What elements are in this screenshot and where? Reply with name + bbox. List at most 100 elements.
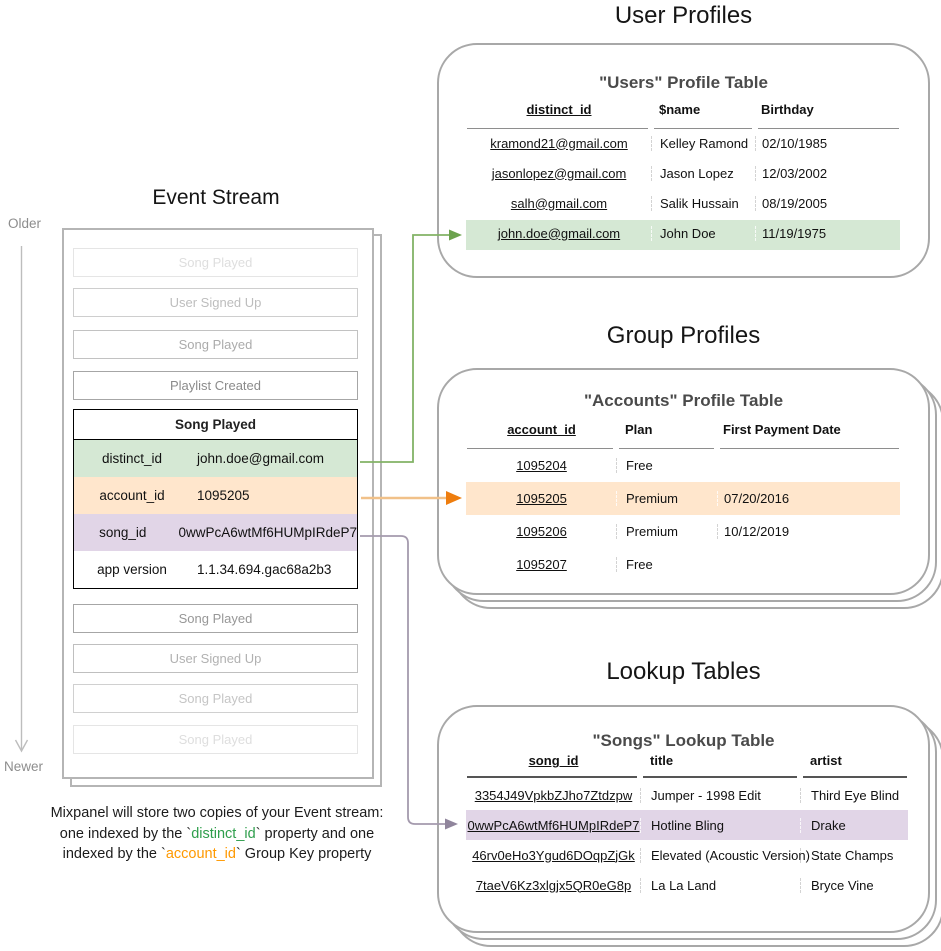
cell-birthday: 08/19/2005 bbox=[755, 195, 899, 211]
songs-table: song_id title artist 3354J49VpkbZJho7Ztd… bbox=[467, 753, 907, 900]
lookup-tables-title: Lookup Tables bbox=[606, 658, 761, 685]
event-item: Song Played bbox=[73, 248, 358, 277]
table-row: salh@gmail.com Salik Hussain 08/19/2005 bbox=[467, 188, 899, 218]
account-id-token: account_id bbox=[165, 846, 236, 862]
songs-header-rule bbox=[643, 776, 797, 778]
accounts-header-rule bbox=[619, 448, 714, 449]
property-row-app-version: app version 1.1.34.694.gac68a2b3 bbox=[74, 551, 357, 588]
caption-line-1: Mixpanel will store two copies of your E… bbox=[50, 805, 384, 821]
table-row: 46rv0eHo3Ygud6DOqpZjGk Elevated (Acousti… bbox=[467, 840, 907, 870]
cell-name: Salik Hussain bbox=[651, 195, 755, 211]
older-label: Older bbox=[8, 216, 42, 231]
users-header-rule bbox=[654, 128, 752, 129]
event-name-header: Song Played bbox=[74, 410, 357, 440]
group-profiles-panel bbox=[437, 368, 930, 595]
caption-line-2: one indexed by the `distinct_id` propert… bbox=[59, 825, 375, 842]
active-event-card: Song Played distinct_id john.doe@gmail.c… bbox=[73, 409, 358, 589]
property-row-distinct-id: distinct_id john.doe@gmail.com bbox=[74, 440, 357, 477]
songs-header-rule bbox=[467, 776, 637, 778]
user-profiles-title: User Profiles bbox=[614, 2, 753, 29]
cell-name: Kelley Ramond bbox=[651, 135, 755, 151]
cell-song-id: 3354J49VpkbZJho7Ztdzpw bbox=[474, 787, 633, 803]
event-stream-title: Event Stream bbox=[152, 186, 280, 209]
users-header-rule bbox=[467, 128, 648, 129]
table-row: 7taeV6Kz3xlgjx5QR0eG8p La La Land Bryce … bbox=[467, 870, 907, 900]
event-item: Song Played bbox=[73, 684, 358, 713]
cell-plan: Free bbox=[616, 557, 717, 572]
event-item: User Signed Up bbox=[73, 288, 358, 317]
cell-birthday: 11/19/1975 bbox=[755, 225, 899, 241]
users-table: distinct_id $name Birthday kramond21@gma… bbox=[467, 102, 899, 248]
property-key: app version bbox=[97, 562, 167, 577]
table-row-highlighted: 1095205 Premium 07/20/2016 bbox=[467, 482, 899, 515]
event-item: Song Played bbox=[73, 604, 358, 633]
cell-name: Jason Lopez bbox=[651, 165, 755, 181]
group-profiles-title: Group Profiles bbox=[606, 322, 761, 349]
accounts-table-header: account_id Plan First Payment Date bbox=[467, 422, 899, 438]
event-item: Song Played bbox=[73, 725, 358, 754]
accounts-table-title: "Accounts" Profile Table bbox=[583, 391, 784, 410]
songs-highlighted-row-bg bbox=[466, 810, 908, 840]
column-header-song-id: song_id bbox=[528, 753, 579, 768]
accounts-header-rule bbox=[720, 448, 899, 449]
property-key: distinct_id bbox=[101, 451, 163, 466]
cell-song-id: 7taeV6Kz3xlgjx5QR0eG8p bbox=[475, 877, 632, 893]
column-header-distinct-id: distinct_id bbox=[526, 102, 592, 117]
column-header-plan: Plan bbox=[625, 422, 653, 437]
property-key: account_id bbox=[99, 488, 165, 503]
cell-title: Elevated (Acoustic Version) bbox=[640, 847, 810, 863]
table-row: 1095207 Free bbox=[467, 548, 899, 581]
timeline-arrow bbox=[14, 246, 29, 753]
property-value: 1095205 bbox=[197, 488, 250, 503]
event-item: Song Played bbox=[73, 330, 358, 359]
property-value: 1.1.34.694.gac68a2b3 bbox=[197, 562, 332, 577]
column-header-artist: artist bbox=[810, 753, 842, 768]
cell-account-id: 1095204 bbox=[516, 458, 567, 473]
cell-account-id: 1095205 bbox=[516, 491, 567, 506]
users-header-rule bbox=[758, 128, 899, 129]
cell-song-id: 0wwPcA6wtMf6HUMpIRdeP7 bbox=[467, 817, 640, 833]
property-value: john.doe@gmail.com bbox=[197, 451, 325, 466]
table-row-highlighted: 0wwPcA6wtMf6HUMpIRdeP7 Hotline Bling Dra… bbox=[467, 810, 907, 840]
cell-birthday: 02/10/1985 bbox=[755, 135, 899, 151]
cell-distinct-id: john.doe@gmail.com bbox=[497, 225, 621, 241]
table-row: 1095204 Free bbox=[467, 449, 899, 482]
cell-title: Jumper - 1998 Edit bbox=[640, 787, 800, 803]
cell-artist: Bryce Vine bbox=[800, 877, 907, 893]
column-header-birthday: Birthday bbox=[761, 102, 814, 117]
cell-distinct-id: kramond21@gmail.com bbox=[490, 135, 628, 151]
accounts-highlighted-row-bg bbox=[466, 482, 900, 515]
table-row: 3354J49VpkbZJho7Ztdzpw Jumper - 1998 Edi… bbox=[467, 780, 907, 810]
event-item: Playlist Created bbox=[73, 371, 358, 400]
cell-plan: Premium bbox=[616, 491, 717, 506]
event-item: User Signed Up bbox=[73, 644, 358, 673]
cell-first-payment-date: 07/20/2016 bbox=[717, 491, 899, 506]
accounts-table: account_id Plan First Payment Date 10952… bbox=[467, 422, 899, 581]
users-highlighted-row-bg bbox=[466, 220, 900, 250]
songs-header-rule bbox=[803, 776, 907, 778]
property-row-song-id: song_id 0wwPcA6wtMf6HUMpIRdeP7 bbox=[74, 514, 357, 551]
newer-label: Newer bbox=[4, 759, 44, 774]
cell-title: Hotline Bling bbox=[640, 817, 800, 833]
cell-account-id: 1095206 bbox=[516, 524, 567, 539]
cell-artist: State Champs bbox=[800, 847, 907, 863]
cell-first-payment-date: 10/12/2019 bbox=[717, 524, 899, 539]
cell-birthday: 12/03/2002 bbox=[755, 165, 899, 181]
property-value: 0wwPcA6wtMf6HUMpIRdeP7 bbox=[178, 525, 357, 540]
cell-distinct-id: jasonlopez@gmail.com bbox=[491, 165, 627, 181]
cell-plan: Free bbox=[616, 458, 717, 473]
table-row-highlighted: john.doe@gmail.com John Doe 11/19/1975 bbox=[467, 218, 899, 248]
property-key: song_id bbox=[99, 525, 147, 540]
users-table-title: "Users" Profile Table bbox=[599, 73, 768, 92]
distinct-id-token: distinct_id bbox=[191, 825, 256, 842]
cell-title: La La Land bbox=[640, 877, 800, 893]
property-row-account-id: account_id 1095205 bbox=[74, 477, 357, 514]
cell-name: John Doe bbox=[651, 225, 755, 241]
table-row: kramond21@gmail.com Kelley Ramond 02/10/… bbox=[467, 128, 899, 158]
cell-artist: Third Eye Blind bbox=[800, 787, 907, 803]
cell-account-id: 1095207 bbox=[516, 557, 567, 572]
songs-table-header: song_id title artist bbox=[467, 753, 907, 769]
songs-table-title: "Songs" Lookup Table bbox=[592, 731, 775, 750]
cell-song-id: 46rv0eHo3Ygud6DOqpZjGk bbox=[472, 847, 635, 863]
